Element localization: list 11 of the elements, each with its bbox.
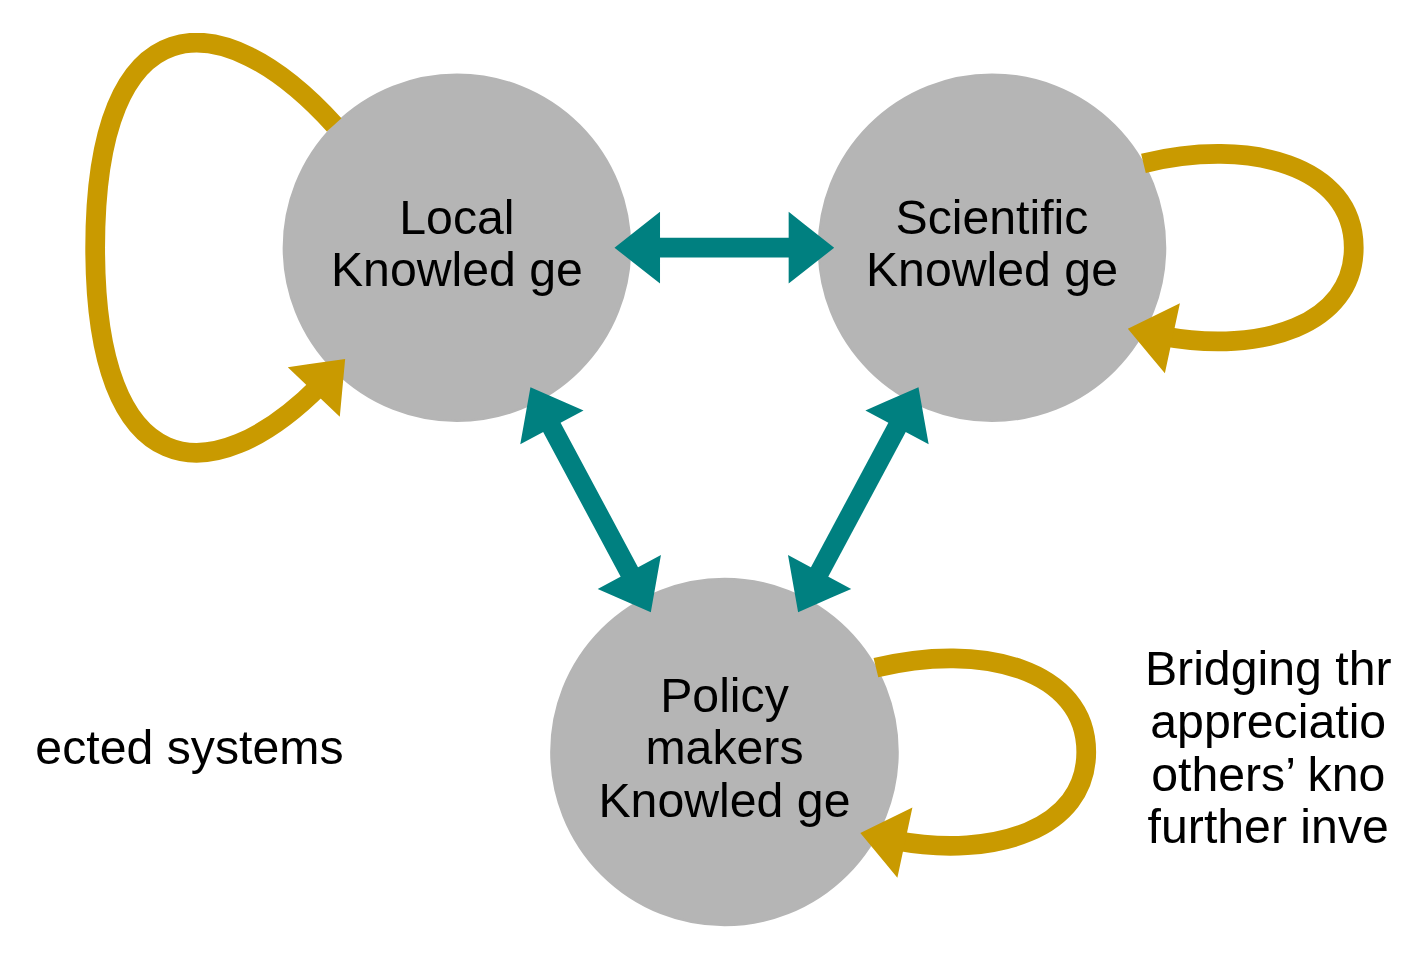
arrow [520,386,661,612]
label: ected systems [35,719,344,774]
node-circle: Scientific Knowled ge [817,72,1167,422]
arrow [85,32,346,462]
arrow [860,647,1097,878]
arrow [614,211,835,284]
arrow [1127,143,1364,373]
arrow [788,386,929,612]
node-circle: Policy makers Knowled ge [550,577,899,926]
label: Bridging thr appreciatio others’ kno further inve [1144,640,1392,853]
node-circle: Local Knowled ge [282,72,632,422]
